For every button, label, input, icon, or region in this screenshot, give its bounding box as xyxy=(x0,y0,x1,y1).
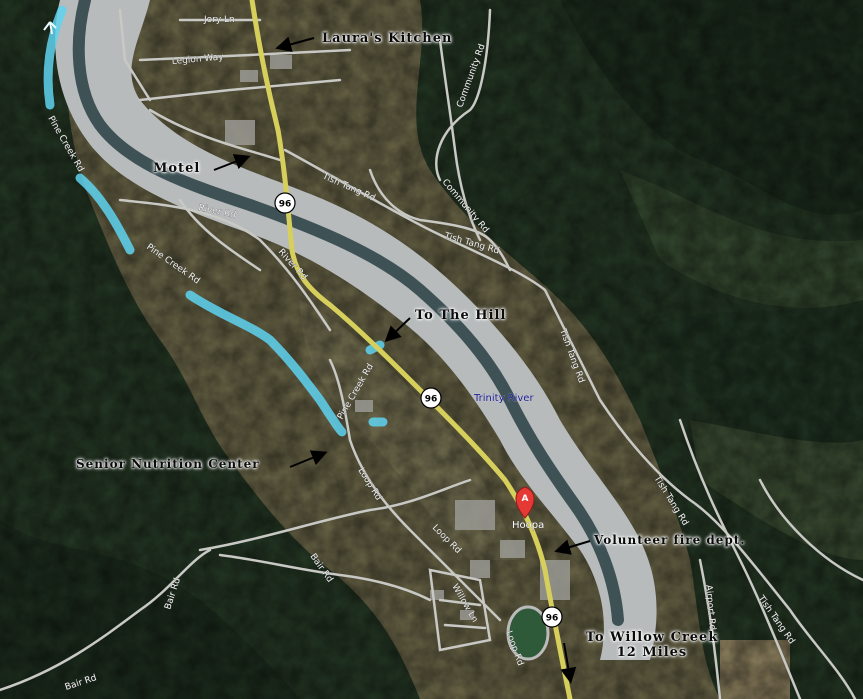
highway-shield-icon: 96 xyxy=(420,387,442,409)
label-to-willow-creek-line1: To Willow Creek xyxy=(585,630,719,645)
river-gravel-bar xyxy=(55,0,657,660)
arrow-lauras-kitchen-icon xyxy=(275,36,315,53)
label-senior-nutrition-center: Senior Nutrition Center xyxy=(76,457,260,471)
track-field xyxy=(506,605,550,661)
arrow-to-the-hill-icon xyxy=(384,317,411,343)
arrow-fire-dept-icon xyxy=(554,539,591,555)
label-to-willow-creek: To Willow Creek 12 Miles xyxy=(572,630,732,660)
arrow-senior-center-icon xyxy=(289,450,328,468)
river-label: Trinity River xyxy=(473,393,534,404)
location-marker-a[interactable]: A xyxy=(515,486,535,519)
svg-text:96: 96 xyxy=(546,614,559,624)
local-roads xyxy=(0,8,863,699)
label-lauras-kitchen: Laura's Kitchen xyxy=(322,31,453,46)
route-path xyxy=(43,5,388,437)
trinity-river-water xyxy=(72,0,624,626)
highway-shield-icon: 96 xyxy=(541,606,563,628)
label-to-the-hill: To The Hill xyxy=(415,308,507,323)
svg-text:96: 96 xyxy=(279,200,292,210)
label-motel: Motel xyxy=(153,161,201,176)
road-label-jory-ln: Jory Ln xyxy=(203,15,235,25)
highway-shield-icon: 96 xyxy=(274,192,296,214)
label-volunteer-fire-dept: Volunteer fire dept. xyxy=(594,533,746,547)
road-label-airport-rd: Airport Rd xyxy=(703,584,717,630)
town-label-hoopa: Hoopa xyxy=(512,520,544,531)
arrow-motel-icon xyxy=(213,154,251,171)
svg-text:A: A xyxy=(522,494,529,504)
label-to-willow-creek-line2: 12 Miles xyxy=(616,645,688,660)
arrow-willow-creek-icon xyxy=(560,642,577,684)
route-arrow-icon xyxy=(43,21,57,35)
road-label-legion-way: Legion Way xyxy=(171,52,224,67)
svg-text:96: 96 xyxy=(425,395,438,405)
annotation-arrows xyxy=(213,36,591,684)
highway-96 xyxy=(249,0,573,699)
